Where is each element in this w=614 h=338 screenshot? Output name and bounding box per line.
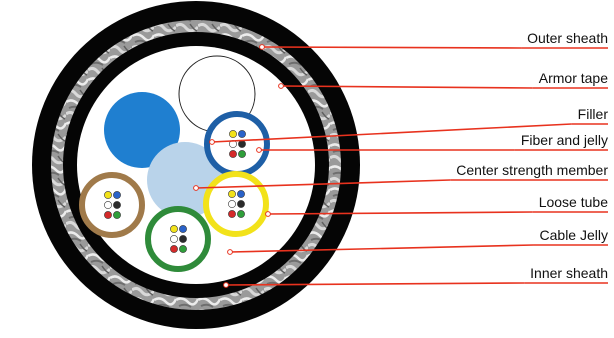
leader-line: [229, 244, 534, 253]
fiber: [179, 235, 187, 243]
label-outer-sheath: Outer sheath: [527, 30, 608, 46]
label-fiber-and-jelly: Fiber and jelly: [521, 132, 608, 148]
loose-tube-ring: [203, 171, 269, 237]
fiber: [170, 225, 178, 233]
leader-line: [280, 85, 533, 89]
fiber: [238, 130, 246, 138]
fiber: [228, 200, 236, 208]
fiber: [179, 225, 187, 233]
label-center-strength-member: Center strength member: [456, 162, 608, 178]
loose-tube-ring: [204, 111, 270, 177]
fiber: [237, 190, 245, 198]
label-inner-sheath: Inner sheath: [530, 265, 608, 281]
loose-tube-ring: [79, 172, 145, 238]
fiber: [179, 245, 187, 253]
loose-tube-green: [145, 206, 211, 272]
callout-outer-sheath: Outer sheath: [259, 30, 608, 50]
leader-dot: [227, 249, 233, 255]
leader-line: [267, 211, 533, 215]
fiber: [113, 191, 121, 199]
fiber: [104, 211, 112, 219]
callout-cable-jelly: Cable Jelly: [227, 227, 608, 255]
leader-line: [195, 179, 451, 189]
fiber: [229, 150, 237, 158]
fiber: [238, 150, 246, 158]
fiber: [113, 201, 121, 209]
leader-dot: [259, 44, 265, 50]
callout-filler: Filler: [209, 106, 609, 145]
callout-center-strength-member: Center strength member: [193, 162, 608, 191]
leader-dot: [209, 139, 215, 145]
fiber: [229, 130, 237, 138]
fiber: [104, 191, 112, 199]
callout-fiber-and-jelly: Fiber and jelly: [256, 132, 608, 153]
loose-tube-ring: [145, 206, 211, 272]
fiber: [237, 210, 245, 218]
filler-blue: [104, 92, 180, 168]
loose-tube-brown: [79, 172, 145, 238]
leader-dot: [193, 185, 199, 191]
leader-dot: [265, 211, 271, 217]
leader-line: [261, 46, 522, 49]
label-armor-tape: Armor tape: [539, 70, 608, 86]
loose-tube-yellow: [203, 171, 269, 237]
label-cable-jelly: Cable Jelly: [540, 227, 608, 243]
loose-tube-blue: [204, 111, 270, 177]
fiber: [238, 140, 246, 148]
leader-dot: [278, 83, 284, 89]
label-loose-tube: Loose tube: [539, 194, 608, 210]
fiber: [237, 200, 245, 208]
fiber: [170, 235, 178, 243]
label-filler: Filler: [578, 106, 609, 122]
cable-body: [32, 1, 360, 329]
fiber: [113, 211, 121, 219]
leader-dot: [223, 282, 229, 288]
leader-line: [211, 123, 572, 143]
fiber: [170, 245, 178, 253]
leader-dot: [256, 147, 262, 153]
callout-inner-sheath: Inner sheath: [223, 265, 608, 288]
leader-line: [225, 282, 525, 286]
callout-armor-tape: Armor tape: [278, 70, 608, 89]
callout-loose-tube: Loose tube: [265, 194, 608, 217]
fiber: [104, 201, 112, 209]
fiber: [228, 210, 236, 218]
fiber: [228, 190, 236, 198]
